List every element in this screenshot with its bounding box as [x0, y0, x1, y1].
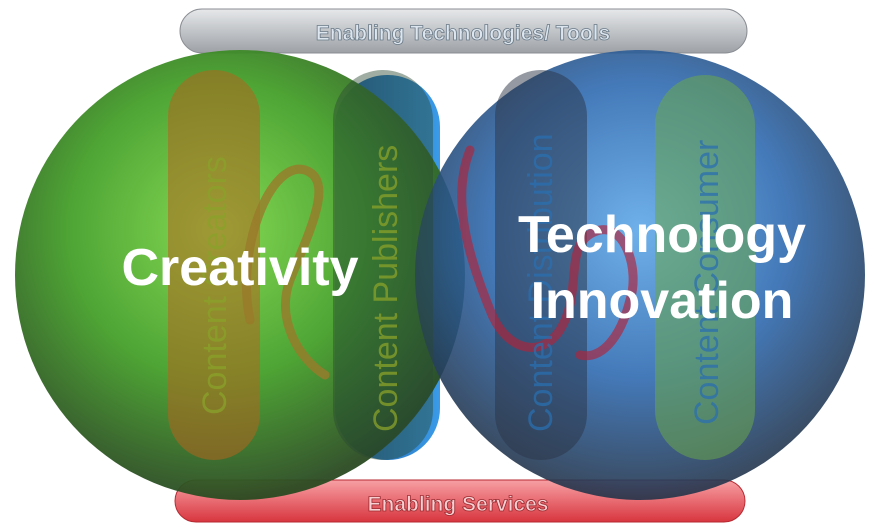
technology-title: Technology [518, 206, 806, 264]
content-consumer-label: Content Consumer [688, 140, 726, 425]
content-publishers-pill [333, 70, 433, 460]
innovation-title: Innovation [531, 272, 794, 330]
content-distribution-pill [495, 70, 587, 460]
content-creators-label: Content Creators [196, 156, 234, 415]
top-bar-label: Enabling Technologies/ Tools [316, 22, 610, 45]
content-distribution-label: Content Distribution [522, 133, 560, 432]
right-ribbon [457, 145, 638, 361]
content-creators-pill [168, 70, 260, 460]
creativity-title: Creativity [122, 239, 359, 297]
top-bar [179, 8, 748, 54]
left-ribbon [242, 164, 330, 380]
content-publishers-label: Content Publishers [367, 145, 405, 432]
bottom-bar-label: Enabling Services [368, 493, 549, 516]
content-consumer-pill [655, 75, 755, 460]
